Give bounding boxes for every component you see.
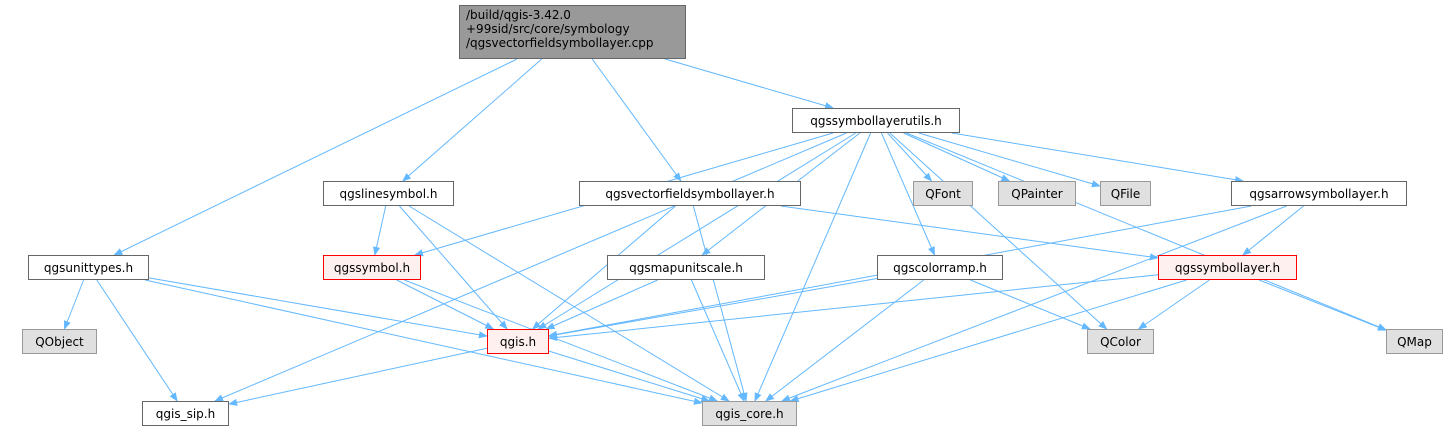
edge-arrow-to-symbollayer: [1242, 205, 1304, 256]
node-qobject[interactable]: QObject: [22, 329, 97, 354]
edge-symbollayer-to-core: [789, 279, 1187, 403]
edge-utils-to-arrow: [951, 132, 1245, 184]
edge-mapunit-to-core: [690, 279, 745, 402]
edge-utils-to-core: [754, 132, 872, 402]
node-qgssymbollayerutils[interactable]: qgssymbollayerutils.h: [792, 108, 960, 133]
node-root-file[interactable]: /build/qgis-3.42.0 +99sid/src/core/symbo…: [459, 5, 686, 59]
node-qgis-h[interactable]: qgis.h: [487, 329, 549, 354]
edge-utils-to-qgis: [537, 132, 857, 330]
node-qgsarrowsymbollayer[interactable]: qgsarrowsymbollayer.h: [1231, 181, 1407, 206]
edge-colorramp-to-qcolor: [970, 279, 1091, 330]
edge-linesymbol-to-symbol: [373, 205, 387, 256]
node-qcolor[interactable]: QColor: [1087, 329, 1154, 354]
node-qgsunittypes[interactable]: qgsunittypes.h: [28, 255, 149, 280]
edge-utils-to-qfile: [918, 132, 1101, 188]
edge-unittypes-to-core: [144, 279, 703, 405]
edge-root-to-utils: [664, 58, 834, 110]
edge-qgis-to-sip: [228, 347, 488, 406]
edge-colorramp-to-core: [765, 279, 924, 402]
edge-symbol-to-qgis: [396, 279, 495, 330]
edge-utils-to-qcolor: [889, 132, 1108, 330]
edge-unittypes-to-sip: [96, 279, 178, 402]
node-qgssymbol[interactable]: qgssymbol.h: [323, 255, 421, 280]
edge-symbollayer-to-qgis: [548, 274, 1159, 342]
edge-mapunit-to-qgis: [545, 279, 658, 330]
edge-utils-to-colorramp: [880, 132, 936, 256]
node-qgsmapunitscale[interactable]: qgsmapunitscale.h: [607, 255, 765, 280]
edge-symbollayer-to-qmap: [1258, 279, 1387, 331]
edge-colorramp-to-qgis: [548, 278, 878, 339]
edge-unittypes-to-qgis: [148, 277, 488, 339]
edge-utils-to-sip: [214, 132, 847, 402]
node-qgis-sip[interactable]: qgis_sip.h: [142, 401, 229, 426]
node-qgis-core[interactable]: qgis_core.h: [702, 401, 797, 426]
edge-qgis-to-core: [548, 350, 711, 403]
node-qfile[interactable]: QFile: [1100, 181, 1151, 206]
node-qgslinesymbol[interactable]: qgslinesymbol.h: [323, 181, 454, 206]
node-qfont[interactable]: QFont: [913, 181, 973, 206]
node-qmap[interactable]: QMap: [1386, 329, 1443, 354]
edge-vfsl-to-core: [692, 205, 748, 402]
edge-root-to-vfsl: [591, 58, 682, 182]
node-qgsvectorfieldsymbollayer[interactable]: qgsvectorfieldsymbollayer.h: [579, 181, 801, 206]
edge-unittypes-to-qobject: [63, 279, 85, 330]
edge-utils-to-qpainter: [903, 132, 1011, 182]
edge-symbollayer-to-qcolor: [1137, 279, 1210, 330]
edge-root-to-unittypes: [113, 58, 518, 256]
edge-root-to-linesymbol: [402, 58, 543, 182]
edge-arrow-to-core: [781, 205, 1287, 402]
node-qgssymbollayer[interactable]: qgssymbollayer.h: [1158, 255, 1297, 280]
node-qgscolorramp[interactable]: qgscolorramp.h: [877, 255, 1003, 280]
edge-vfsl-to-qgis: [531, 205, 676, 330]
edge-linesymbol-to-core: [408, 205, 730, 402]
node-qpainter[interactable]: QPainter: [998, 181, 1076, 206]
edge-linesymbol-to-qgis: [399, 205, 508, 330]
edge-utils-to-qmap: [906, 132, 1387, 331]
edge-vfsl-to-symbollayer: [780, 205, 1159, 261]
edge-symbol-to-core: [404, 279, 719, 402]
edge-utils-to-qfont: [887, 132, 933, 182]
